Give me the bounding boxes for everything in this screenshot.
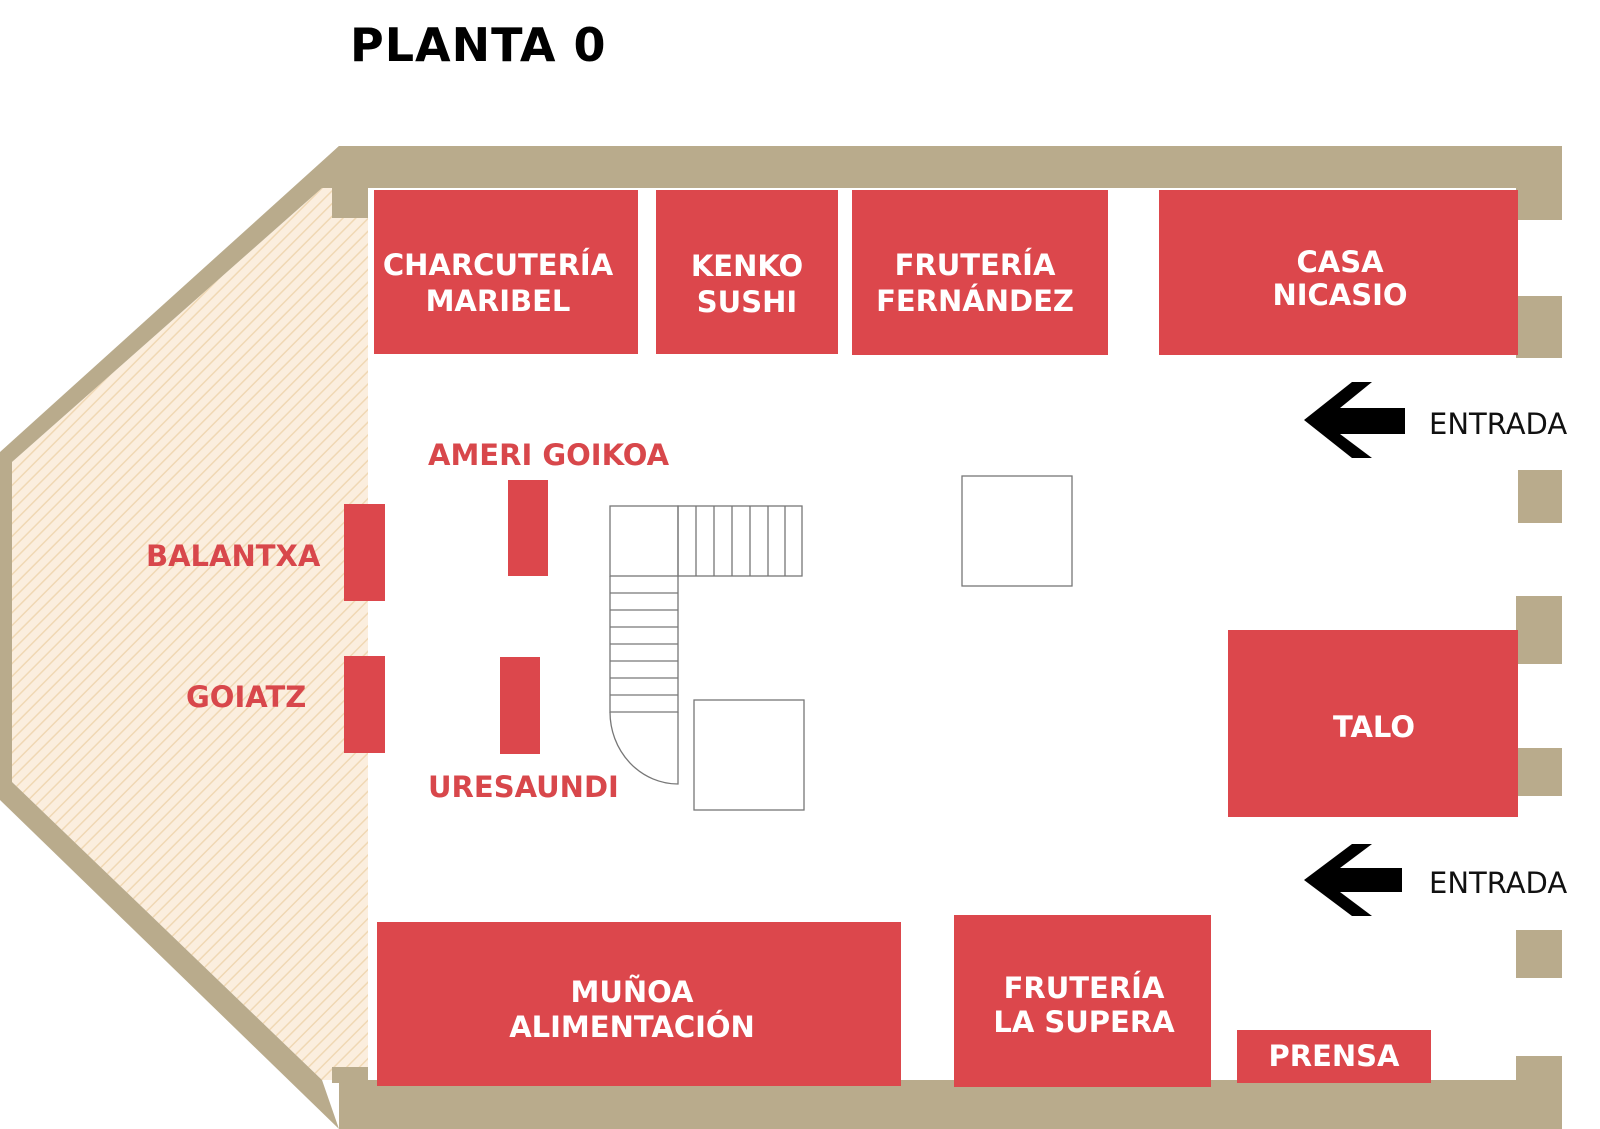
stall-label-line: KENKO [691, 249, 803, 283]
pillar-5 [1516, 930, 1562, 978]
page-title: PLANTA 0 [350, 18, 607, 72]
square-structure-lower [693, 699, 805, 811]
building-walls [0, 146, 1562, 1129]
wall-diagonal-top [0, 146, 339, 462]
stall-label-line: SUSHI [697, 285, 797, 319]
square-structure-upper [961, 475, 1073, 587]
label-balantxa: BALANTXA [146, 539, 321, 573]
stall-label-line: PRENSA [1269, 1039, 1401, 1073]
pillar-1 [1516, 296, 1562, 358]
pillar-4 [1516, 748, 1562, 796]
entrance-label: ENTRADA [1429, 407, 1567, 441]
stall-ameri-goikoa[interactable] [508, 480, 548, 576]
stall-label-line: ALIMENTACIÓN [509, 1010, 755, 1044]
stall-label-line: MARIBEL [426, 284, 571, 318]
wall-top-stub [332, 188, 368, 218]
stall-charcuteria-maribel[interactable]: CHARCUTERÍA MARIBEL [374, 190, 638, 354]
stall-balantxa[interactable] [344, 504, 385, 601]
entrance-bottom[interactable]: ENTRADA [1304, 844, 1567, 916]
stall-label-line: CHARCUTERÍA [383, 248, 614, 282]
wall-right-top [1516, 146, 1562, 220]
stall-label-line: LA SUPERA [993, 1005, 1175, 1039]
wall-bottom [339, 1080, 1562, 1129]
entrance-label: ENTRADA [1429, 866, 1567, 900]
stall-kenko-sushi[interactable]: KENKO SUSHI [656, 190, 838, 354]
pillar-2 [1518, 470, 1562, 523]
stall-uresaundi[interactable] [500, 657, 540, 754]
pillar-3 [1516, 596, 1562, 664]
left-arrow-icon [1304, 844, 1402, 916]
label-ameri-goikoa: AMERI GOIKOA [428, 438, 670, 472]
stall-label-line: FRUTERÍA [895, 248, 1056, 282]
entrance-top[interactable]: ENTRADA [1304, 382, 1567, 458]
stall-label-line: FRUTERÍA [1004, 971, 1165, 1005]
stall-fruteria-fernandez[interactable]: FRUTERÍA FERNÁNDEZ [852, 190, 1108, 355]
stall-prensa[interactable]: PRENSA [1237, 1030, 1431, 1083]
stall-label-line: NICASIO [1272, 278, 1407, 312]
stall-munoa-alimentacion[interactable]: MUÑOA ALIMENTACIÓN [377, 922, 901, 1086]
wall-diagonal-bottom [0, 782, 339, 1129]
staircase-icon [609, 505, 803, 785]
stall-talo[interactable]: TALO [1228, 630, 1518, 817]
label-goiatz: GOIATZ [186, 680, 306, 714]
stall-label-line: CASA [1296, 245, 1384, 279]
wall-top-left [322, 146, 1562, 188]
hatched-zone [12, 188, 368, 1080]
wall-bottom-stub [332, 1067, 368, 1083]
wall-right-bottom [1516, 1056, 1562, 1129]
stall-casa-nicasio[interactable]: CASA NICASIO [1159, 190, 1518, 355]
stall-label-line: TALO [1333, 710, 1415, 744]
stall-label-line: FERNÁNDEZ [876, 284, 1074, 318]
left-arrow-icon [1304, 382, 1405, 458]
stall-fruteria-la-supera[interactable]: FRUTERÍA LA SUPERA [954, 915, 1211, 1087]
stall-label-line: MUÑOA [571, 975, 695, 1009]
wall-left [0, 452, 12, 792]
stall-goiatz[interactable] [344, 656, 385, 753]
label-uresaundi: URESAUNDI [428, 770, 619, 804]
